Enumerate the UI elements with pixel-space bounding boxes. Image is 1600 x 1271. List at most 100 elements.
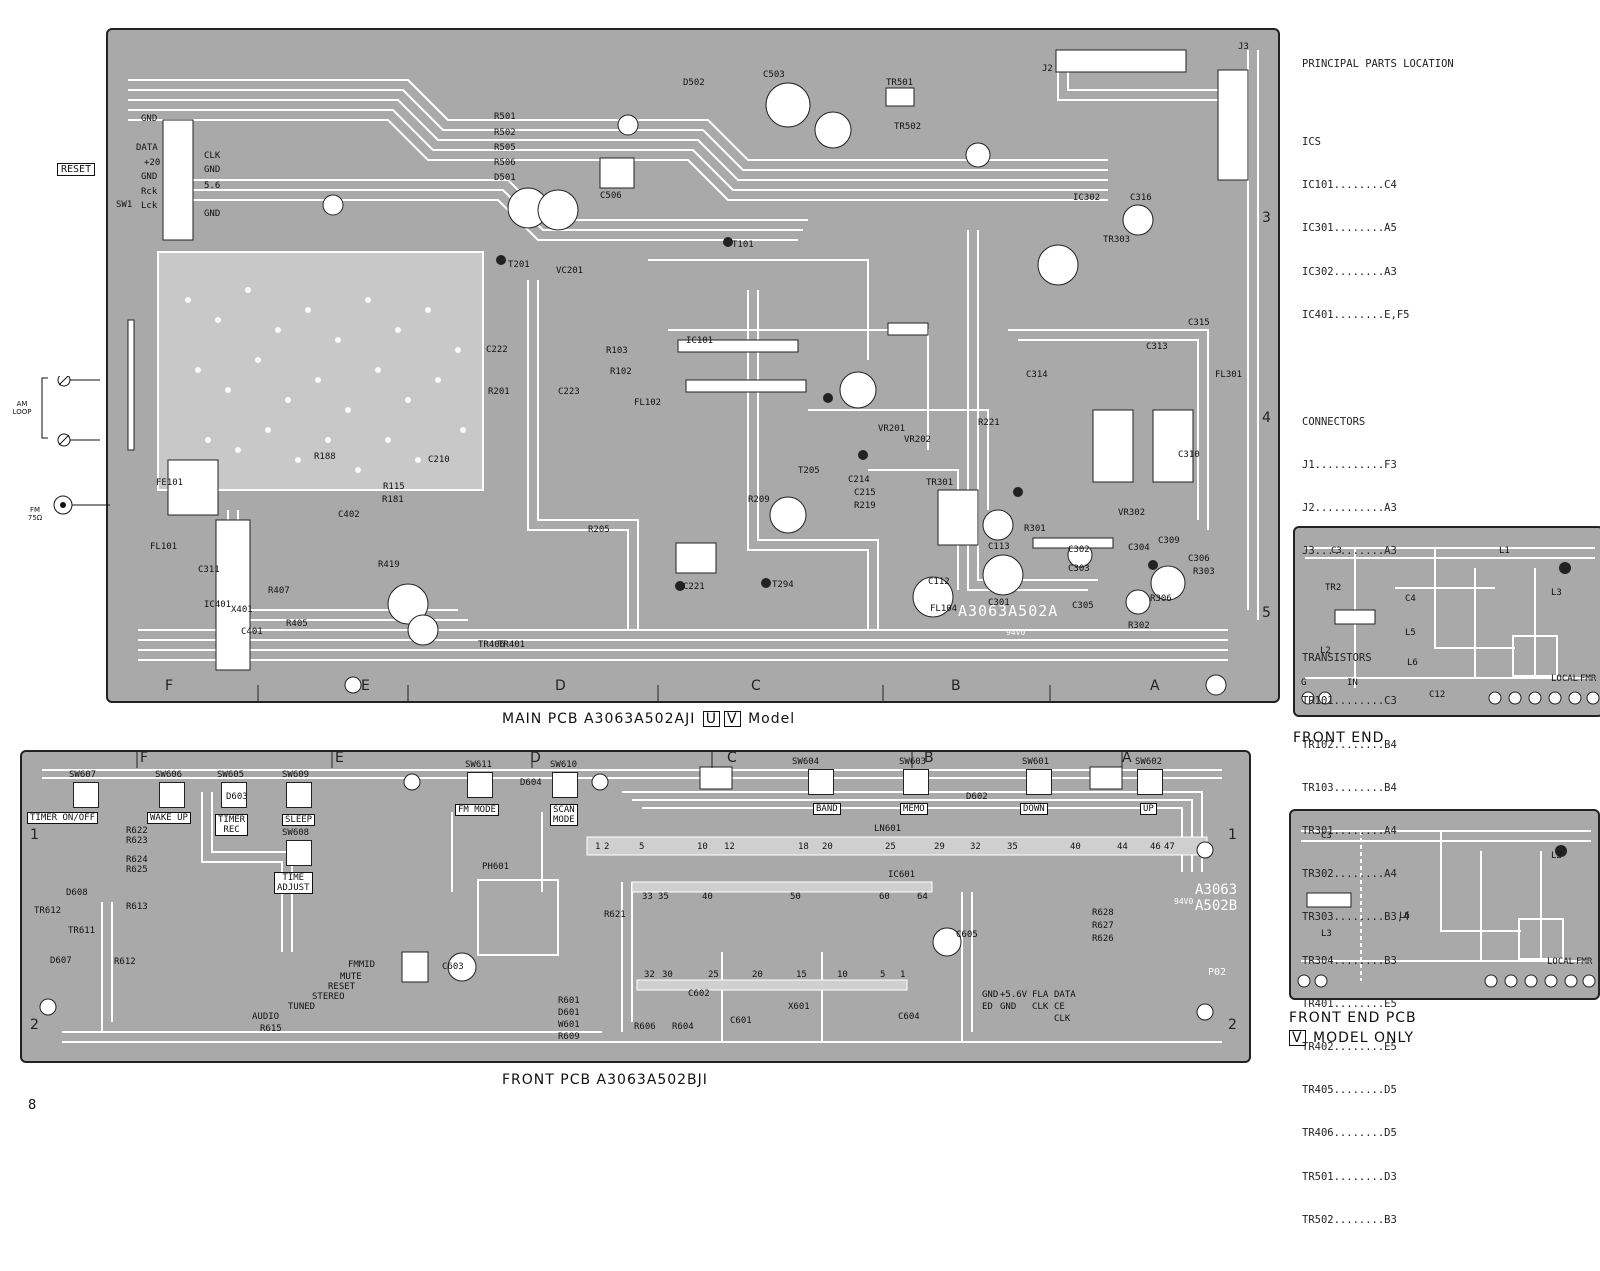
component-label: TR401 — [498, 640, 526, 650]
switch-pad — [467, 772, 493, 798]
component-label: R209 — [748, 495, 770, 505]
parts-item: TR402........E5 — [1302, 1041, 1397, 1054]
component-label: R205 — [588, 525, 610, 535]
component-label: L6 — [1399, 911, 1410, 921]
parts-location-title: PRINCIPAL PARTS LOCATION — [1302, 57, 1454, 70]
component-label: C3 — [1331, 546, 1342, 556]
front-column-letter: B — [924, 750, 934, 766]
front-column-letter: C — [727, 750, 737, 766]
component-label: R407 — [268, 586, 290, 596]
component-label: T201 — [508, 260, 530, 270]
component-label: C503 — [763, 70, 785, 80]
component-label: C506 — [600, 191, 622, 201]
parts-item: TR502........B3 — [1302, 1213, 1397, 1226]
j1-pin-label: Lck — [141, 201, 158, 211]
component-label: C210 — [428, 455, 450, 465]
component-label: LOCAL — [1551, 674, 1579, 684]
component-label: R613 — [126, 902, 148, 912]
display-pin-number: 46 — [1150, 842, 1161, 852]
component-label: R601 — [558, 996, 580, 1006]
front-pcb-board: F E D C B A 1 1 2 2 A3063 A502B 94V0 P02… — [20, 750, 1251, 1063]
component-label: VR201 — [878, 424, 906, 434]
front-end-pcb-board: C3 L2 L3 L6 LOCAL FMR — [1289, 809, 1600, 1000]
j1-pin-label: 5.6 — [204, 181, 221, 191]
component-label: R624 — [126, 855, 148, 865]
switch-label: SCAN MODE — [550, 804, 578, 826]
parts-item: TR302........A4 — [1302, 868, 1397, 881]
signal-label: FMMID — [348, 960, 376, 970]
component-label: R625 — [126, 865, 148, 875]
display-pin-number: 2 — [604, 842, 610, 852]
switch-pad — [286, 840, 312, 866]
component-label: C313 — [1146, 342, 1168, 352]
component-label: C604 — [898, 1012, 920, 1022]
component-label: R502 — [494, 128, 516, 138]
component-label: TR612 — [34, 906, 62, 916]
parts-item: TR406........D5 — [1302, 1127, 1397, 1140]
component-label: PH601 — [482, 862, 510, 872]
switch-ref: SW604 — [792, 757, 820, 767]
switch-label: WAKE UP — [147, 812, 191, 824]
component-label: TR406 — [478, 640, 506, 650]
front-pcb-artwork — [39, 752, 1222, 1043]
component-label: C301 — [988, 598, 1010, 608]
model-word: Model — [748, 711, 796, 727]
component-label: C316 — [1130, 193, 1152, 203]
component-label: C602 — [688, 989, 710, 999]
component-label: C305 — [1072, 601, 1094, 611]
switch-label: DOWN — [1020, 803, 1048, 815]
switch-label: UP — [1140, 803, 1157, 815]
component-label: TR2 — [1325, 583, 1342, 593]
parts-item: TR401........E5 — [1302, 997, 1397, 1010]
component-label: L2 — [1320, 646, 1331, 656]
switch-pad — [552, 772, 578, 798]
component-label: R615 — [260, 1024, 282, 1034]
ic-pin-number: 40 — [702, 892, 713, 902]
main-pcb-board: F E D C B A 3 4 5 A3063A502A 94V0 GND DA… — [106, 28, 1280, 703]
signal-label: ED — [982, 1002, 993, 1012]
signal-label: STEREO — [312, 992, 345, 1002]
ic-pin-number: 32 — [644, 970, 655, 980]
switch-pad — [73, 782, 99, 808]
component-label: IC601 — [888, 870, 916, 880]
main-row-number: 3 — [1262, 210, 1271, 226]
component-label: R506 — [494, 158, 516, 168]
front-column-letter: A — [1122, 750, 1132, 766]
switch-label: TIME ADJUST — [274, 872, 313, 894]
switch-ref: SW608 — [282, 828, 310, 838]
component-label: D608 — [66, 888, 88, 898]
front-row-number: 2 — [1228, 1017, 1237, 1033]
component-label: C311 — [198, 565, 220, 575]
main-column-letter: F — [165, 678, 174, 694]
front-column-letter: D — [530, 750, 541, 766]
front-row-number: 1 — [30, 827, 39, 843]
component-label: R626 — [1092, 934, 1114, 944]
component-label: FL301 — [1215, 370, 1243, 380]
switch-pad — [808, 769, 834, 795]
component-label: R606 — [634, 1022, 656, 1032]
page-number: 8 — [28, 1098, 37, 1113]
j1-pin-label: GND — [141, 172, 158, 182]
component-label: L3 — [1551, 588, 1562, 598]
component-label: FL102 — [634, 398, 662, 408]
main-row-number: 4 — [1262, 410, 1271, 426]
parts-item: TR102........B4 — [1302, 738, 1397, 751]
component-label: C215 — [854, 488, 876, 498]
display-pin-number: 1 — [595, 842, 601, 852]
component-label: R612 — [114, 957, 136, 967]
component-label: LOCAL — [1547, 957, 1575, 967]
parts-item: IC101........C4 — [1302, 179, 1397, 192]
main-pcb-caption-text: MAIN PCB A3063A502AJI — [502, 711, 696, 727]
signal-label: CLK — [1032, 1002, 1049, 1012]
component-label: TR502 — [894, 122, 922, 132]
ic-pin-number: 33 — [642, 892, 653, 902]
component-label: D601 — [558, 1008, 580, 1018]
component-label: TR301 — [926, 478, 954, 488]
component-label: R405 — [286, 619, 308, 629]
component-label: R103 — [606, 346, 628, 356]
component-label: C214 — [848, 475, 870, 485]
j1-pin-label: +20 — [144, 158, 161, 168]
display-pin-number: 10 — [697, 842, 708, 852]
switch-pad — [1026, 769, 1052, 795]
component-label: C310 — [1178, 450, 1200, 460]
